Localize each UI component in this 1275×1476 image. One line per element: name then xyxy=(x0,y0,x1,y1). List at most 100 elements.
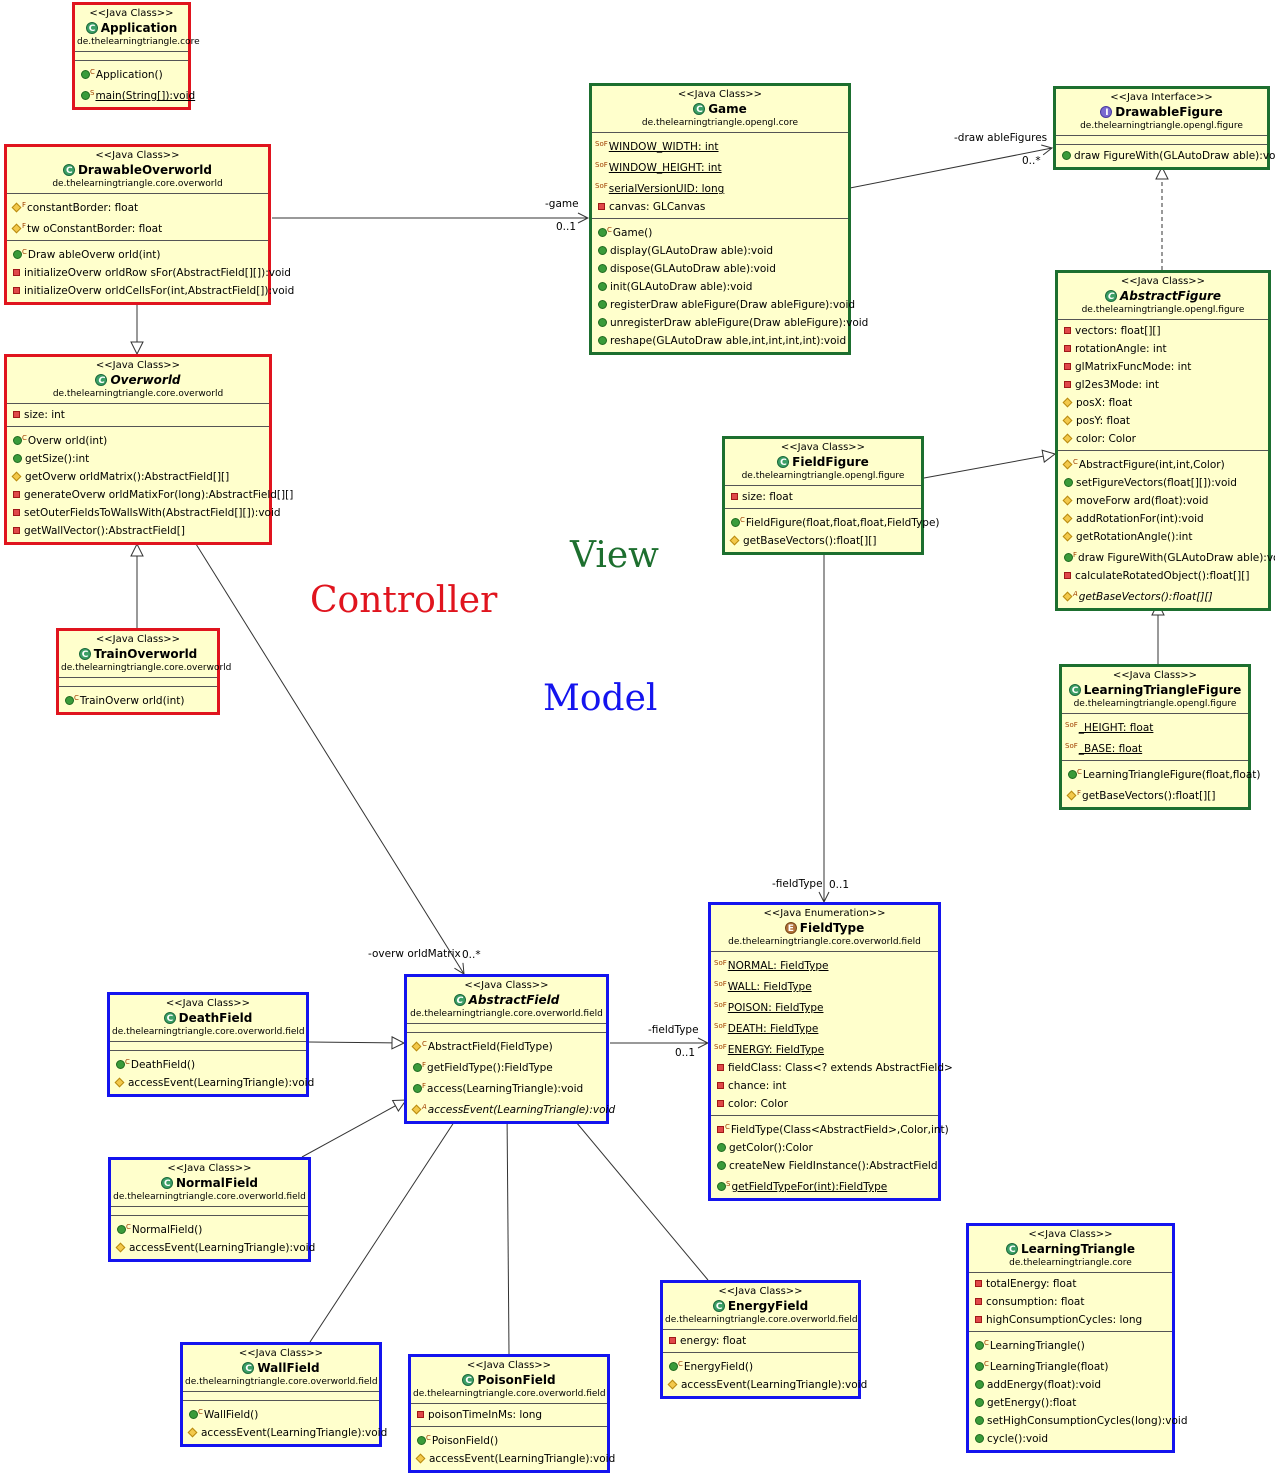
operation-row[interactable]: getBaseVectors():float[][] xyxy=(729,532,918,550)
attribute-row[interactable]: size: int xyxy=(13,406,266,424)
operation-row[interactable]: CEnergyField() xyxy=(669,1355,855,1376)
operation-row[interactable]: CDraw ableOverw orld(int) xyxy=(13,243,265,264)
operation-row[interactable]: COverw orld(int) xyxy=(13,429,266,450)
operation-row[interactable]: FgetBaseVectors():float[][] xyxy=(1066,784,1245,805)
operation-row[interactable]: accessEvent(LearningTriangle):void xyxy=(187,1424,387,1442)
operation-row[interactable]: CTrainOverw orld(int) xyxy=(65,689,214,710)
attribute-row[interactable]: totalEnergy: float xyxy=(975,1275,1169,1293)
attribute-row[interactable]: energy: float xyxy=(669,1332,855,1350)
operation-row[interactable]: CFieldType(Class<AbstractField>,Color,in… xyxy=(717,1118,949,1139)
attribute-row[interactable]: posX: float xyxy=(1062,394,1265,412)
operation-row[interactable]: init(GLAutoDraw able):void xyxy=(598,278,845,296)
class-game[interactable]: <<Java Class>>Gamede.thelearningtriangle… xyxy=(589,83,868,355)
attribute-row[interactable]: fieldClass: Class<? extends AbstractFiel… xyxy=(717,1059,953,1077)
operation-row[interactable]: accessEvent(LearningTriangle):void xyxy=(415,1450,615,1468)
attribute-row[interactable]: highConsumptionCycles: long xyxy=(975,1311,1169,1329)
operation-row[interactable]: setOuterFieldsToWallsWith(AbstractField[… xyxy=(13,504,281,522)
operation-row[interactable]: getEnergy():float xyxy=(975,1394,1169,1412)
operation-row[interactable]: accessEvent(LearningTriangle):void xyxy=(115,1239,315,1257)
operation-row[interactable]: registerDraw ableFigure(Draw ableFigure)… xyxy=(598,296,855,314)
operation-row[interactable]: generateOverw orldMatixFor(long):Abstrac… xyxy=(13,486,293,504)
operation-row[interactable]: reshape(GLAutoDraw able,int,int,int,int)… xyxy=(598,332,846,350)
class-wall-field[interactable]: <<Java Class>>WallFieldde.thelearningtri… xyxy=(180,1342,387,1447)
class-learning-triangle[interactable]: <<Java Class>>LearningTrianglede.thelear… xyxy=(966,1223,1188,1453)
class-field-figure[interactable]: <<Java Class>>FieldFigurede.thelearningt… xyxy=(722,436,940,555)
operation-row[interactable]: CLearningTriangle() xyxy=(975,1334,1169,1355)
operation-row[interactable]: addRotationFor(int):void xyxy=(1062,510,1265,528)
operation-row[interactable]: unregisterDraw ableFigure(Draw ableFigur… xyxy=(598,314,868,332)
operation-row[interactable]: Smain(String[]):void xyxy=(81,84,195,105)
operation-row[interactable]: getWallVector():AbstractField[] xyxy=(13,522,266,540)
class-learning-triangle-figure[interactable]: <<Java Class>>LearningTriangleFigurede.t… xyxy=(1059,664,1260,810)
attribute-row[interactable]: SoFWALL: FieldType xyxy=(714,975,935,996)
operation-row[interactable]: addEnergy(float):void xyxy=(975,1376,1169,1394)
operation-row[interactable]: moveForw ard(float):void xyxy=(1062,492,1265,510)
operation-row[interactable]: CApplication() xyxy=(81,63,185,84)
operation-row[interactable]: AaccessEvent(LearningTriangle):void xyxy=(411,1098,615,1119)
attribute-row[interactable]: posY: float xyxy=(1062,412,1265,430)
attribute-row[interactable]: SoFDEATH: FieldType xyxy=(714,1017,935,1038)
operation-row[interactable]: setFigureVectors(float[][]):void xyxy=(1064,474,1265,492)
attribute-row[interactable]: SoFWINDOW_WIDTH: int xyxy=(595,135,845,156)
attribute-row[interactable]: FconstantBorder: float xyxy=(11,196,265,217)
attribute-row[interactable]: Ftw oConstantBorder: float xyxy=(11,217,265,238)
operation-row[interactable]: CGame() xyxy=(598,221,845,242)
operation-row[interactable]: getOverw orldMatrix():AbstractField[][] xyxy=(11,468,266,486)
operation-row[interactable]: SgetFieldTypeFor(int):FieldType xyxy=(717,1175,935,1196)
attribute-row[interactable]: rotationAngle: int xyxy=(1064,340,1265,358)
attribute-row[interactable]: poisonTimeInMs: long xyxy=(417,1406,604,1424)
class-energy-field[interactable]: <<Java Class>>EnergyFieldde.thelearningt… xyxy=(660,1280,867,1399)
operation-row[interactable]: calculateRotatedObject():float[][] xyxy=(1064,567,1265,585)
class-death-field[interactable]: <<Java Class>>DeathFieldde.thelearningtr… xyxy=(107,992,314,1097)
operation-row[interactable]: Faccess(LearningTriangle):void xyxy=(413,1077,603,1098)
operation-row[interactable]: createNew FieldInstance():AbstractField xyxy=(717,1157,938,1175)
class-poison-field[interactable]: <<Java Class>>PoisonFieldde.thelearningt… xyxy=(408,1354,615,1473)
attribute-row[interactable]: SoFNORMAL: FieldType xyxy=(714,954,935,975)
attribute-row[interactable]: glMatrixFuncMode: int xyxy=(1064,358,1265,376)
operation-row[interactable]: CWallField() xyxy=(189,1403,376,1424)
operation-row[interactable]: cycle():void xyxy=(975,1430,1169,1448)
class-train-overworld[interactable]: <<Java Class>>TrainOverworldde.thelearni… xyxy=(56,628,231,715)
operation-row[interactable]: getRotationAngle():int xyxy=(1062,528,1265,546)
attribute-row[interactable]: color: Color xyxy=(1062,430,1265,448)
class-application[interactable]: <<Java Class>>Applicationde.thelearningt… xyxy=(72,2,200,110)
operation-row[interactable]: getColor():Color xyxy=(717,1139,935,1157)
attribute-row[interactable]: SoFPOISON: FieldType xyxy=(714,996,935,1017)
operation-row[interactable]: display(GLAutoDraw able):void xyxy=(598,242,845,260)
attribute-row[interactable]: consumption: float xyxy=(975,1293,1169,1311)
operation-row[interactable]: CLearningTriangleFigure(float,float) xyxy=(1068,763,1260,784)
operation-row[interactable]: CDeathField() xyxy=(116,1053,303,1074)
operation-row[interactable]: CAbstractFigure(int,int,Color) xyxy=(1062,453,1265,474)
class-abstract-field[interactable]: <<Java Class>>AbstractFieldde.thelearnin… xyxy=(404,974,615,1124)
class-normal-field[interactable]: <<Java Class>>NormalFieldde.thelearningt… xyxy=(108,1157,315,1262)
operation-row[interactable]: CNormalField() xyxy=(117,1218,305,1239)
attribute-row[interactable]: chance: int xyxy=(717,1077,935,1095)
attribute-row[interactable]: color: Color xyxy=(717,1095,935,1113)
operation-row[interactable]: FgetFieldType():FieldType xyxy=(413,1056,603,1077)
attribute-row[interactable]: SoF_HEIGHT: float xyxy=(1065,716,1245,737)
operation-row[interactable]: initializeOverw orldRow sFor(AbstractFie… xyxy=(13,264,291,282)
operation-row[interactable]: AgetBaseVectors():float[][] xyxy=(1062,585,1265,606)
operation-row[interactable]: CPoisonField() xyxy=(417,1429,604,1450)
operation-row[interactable]: CLearningTriangle(float) xyxy=(975,1355,1169,1376)
attribute-row[interactable]: vectors: float[][] xyxy=(1064,322,1265,340)
attribute-row[interactable]: SoFserialVersionUID: long xyxy=(595,177,845,198)
class-drawable-overworld[interactable]: <<Java Class>>DrawableOverworldde.thelea… xyxy=(4,144,294,305)
attribute-row[interactable]: canvas: GLCanvas xyxy=(598,198,845,216)
operation-row[interactable]: Fdraw FigureWith(GLAutoDraw able):void xyxy=(1064,546,1275,567)
attribute-row[interactable]: SoFWINDOW_HEIGHT: int xyxy=(595,156,845,177)
operation-row[interactable]: draw FigureWith(GLAutoDraw able):void xyxy=(1062,147,1275,165)
operation-row[interactable]: getSize():int xyxy=(13,450,266,468)
operation-row[interactable]: setHighConsumptionCycles(long):void xyxy=(975,1412,1188,1430)
interface-drawable-figure[interactable]: <<Java Interface>>DrawableFigurede.thele… xyxy=(1053,86,1275,170)
attribute-row[interactable]: size: float xyxy=(731,488,918,506)
attribute-row[interactable]: gl2es3Mode: int xyxy=(1064,376,1265,394)
enum-field-type[interactable]: <<Java Enumeration>>FieldTypede.thelearn… xyxy=(708,902,953,1201)
operation-row[interactable]: CAbstractField(FieldType) xyxy=(411,1035,603,1056)
class-overworld[interactable]: <<Java Class>>Overworldde.thelearningtri… xyxy=(4,354,293,545)
operation-row[interactable]: accessEvent(LearningTriangle):void xyxy=(667,1376,867,1394)
operation-row[interactable]: CFieldFigure(float,float,float,FieldType… xyxy=(731,511,940,532)
attribute-row[interactable]: SoF_BASE: float xyxy=(1065,737,1245,758)
operation-row[interactable]: initializeOverw orldCellsFor(int,Abstrac… xyxy=(13,282,294,300)
attribute-row[interactable]: SoFENERGY: FieldType xyxy=(714,1038,935,1059)
